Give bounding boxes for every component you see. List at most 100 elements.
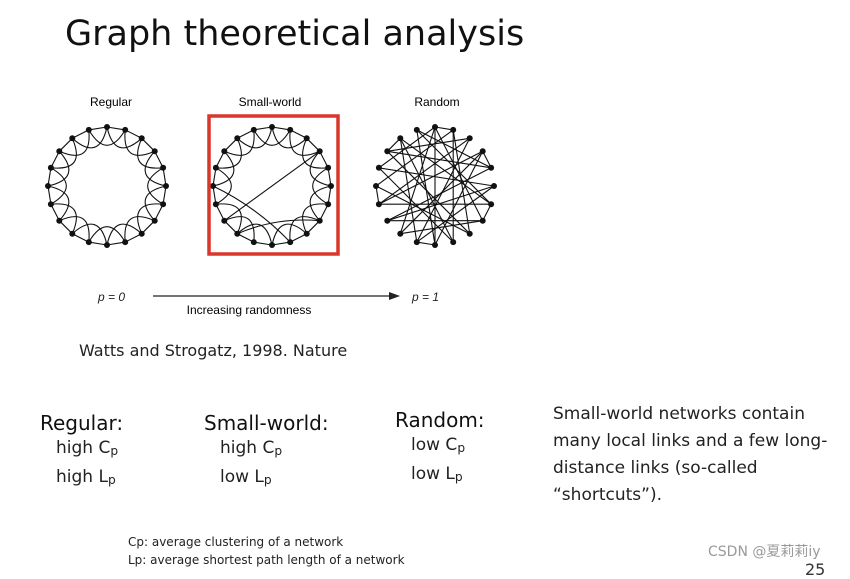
network-edge bbox=[434, 151, 484, 246]
network-edge bbox=[271, 241, 291, 246]
network-node bbox=[269, 242, 275, 248]
network-node bbox=[221, 148, 228, 155]
network-edge bbox=[141, 137, 156, 152]
network-edge bbox=[271, 126, 291, 131]
network-edge bbox=[144, 150, 167, 187]
definition-lp: Lp: average shortest path length of a ne… bbox=[128, 553, 405, 567]
network-edge bbox=[237, 219, 320, 235]
network-edge bbox=[482, 203, 492, 221]
network-edge bbox=[319, 203, 329, 221]
network-node bbox=[287, 126, 294, 133]
network-node bbox=[269, 124, 275, 130]
network-node bbox=[85, 239, 92, 246]
small-world-description: Small-world networks contain many local … bbox=[553, 404, 828, 505]
network-edge bbox=[482, 151, 492, 169]
category-small-world: Small-world: high Cp low Lp bbox=[204, 411, 329, 493]
network-edge bbox=[223, 220, 238, 235]
network-edge bbox=[399, 150, 484, 235]
network-edge bbox=[399, 138, 418, 243]
network-edge bbox=[416, 241, 436, 246]
network-node bbox=[384, 217, 391, 224]
network-edge bbox=[59, 216, 90, 243]
network-node bbox=[151, 217, 158, 224]
network-edge bbox=[47, 150, 70, 187]
network-edge bbox=[50, 203, 77, 234]
network-edge bbox=[387, 185, 495, 222]
network-edge bbox=[223, 137, 238, 152]
network-node bbox=[221, 217, 228, 224]
network-edge bbox=[223, 150, 321, 222]
watermark: CSDN @夏莉莉iy bbox=[708, 544, 821, 560]
network-edge bbox=[253, 241, 273, 246]
network-edge bbox=[434, 126, 454, 131]
network-node bbox=[479, 148, 486, 155]
network-edge bbox=[400, 220, 483, 235]
network-edge bbox=[399, 137, 492, 205]
network-edge bbox=[378, 167, 495, 187]
network-node bbox=[375, 201, 382, 208]
network-edge bbox=[289, 233, 307, 243]
network-node bbox=[413, 239, 420, 246]
network-node bbox=[450, 239, 457, 246]
category-line-pathlength: low Lp bbox=[220, 466, 272, 487]
network-edge bbox=[416, 129, 492, 205]
network-node bbox=[151, 148, 158, 155]
small-world-network bbox=[210, 124, 334, 248]
network-node bbox=[479, 217, 486, 224]
network-node bbox=[413, 126, 420, 133]
network-edge bbox=[378, 126, 436, 169]
network-node bbox=[250, 126, 257, 133]
network-figure: Regular Small-world Random p = 0 p = 1 I… bbox=[0, 85, 520, 330]
network-edge bbox=[253, 126, 273, 131]
network-node bbox=[328, 183, 334, 189]
network-edge bbox=[88, 129, 126, 146]
network-edge bbox=[154, 203, 164, 221]
network-edge bbox=[416, 129, 492, 169]
network-edge bbox=[253, 129, 291, 146]
network-node bbox=[375, 164, 382, 171]
network-edge bbox=[378, 167, 454, 243]
page-number: 25 bbox=[805, 560, 826, 579]
network-edge bbox=[88, 126, 108, 131]
network-edge bbox=[224, 129, 255, 156]
network-node bbox=[466, 135, 473, 142]
network-node bbox=[104, 242, 110, 248]
network-edge bbox=[215, 167, 232, 205]
category-title: Small-world: bbox=[204, 411, 329, 435]
network-node bbox=[212, 164, 219, 171]
network-node bbox=[47, 164, 54, 171]
network-edge bbox=[212, 167, 217, 187]
network-edge bbox=[59, 129, 90, 156]
network-edge bbox=[309, 185, 332, 222]
network-edge bbox=[144, 185, 167, 222]
network-edge bbox=[416, 185, 495, 243]
network-node bbox=[432, 242, 438, 248]
network-node bbox=[47, 201, 54, 208]
network-edge bbox=[387, 137, 470, 152]
network-node bbox=[69, 135, 76, 142]
network-edge bbox=[162, 167, 167, 187]
network-edge bbox=[309, 150, 332, 187]
network-node bbox=[56, 217, 63, 224]
network-edge bbox=[58, 137, 73, 152]
network-node bbox=[488, 201, 495, 208]
p-end-label: p = 1 bbox=[411, 290, 439, 304]
network-edge bbox=[124, 129, 142, 139]
network-edge bbox=[88, 226, 126, 243]
network-edge bbox=[215, 203, 225, 221]
category-line-pathlength: low Lp bbox=[411, 463, 463, 484]
category-line-pathlength: high Lp bbox=[56, 466, 116, 487]
network-edge bbox=[47, 185, 52, 205]
network-node bbox=[122, 126, 129, 133]
category-title: Random: bbox=[395, 408, 485, 432]
network-edge bbox=[147, 167, 164, 205]
network-edge bbox=[47, 167, 52, 187]
network-edge bbox=[327, 167, 332, 187]
citation: Watts and Strogatz, 1998. Nature bbox=[79, 341, 348, 360]
network-edge bbox=[399, 138, 454, 243]
network-edge bbox=[212, 185, 217, 205]
network-edge bbox=[236, 223, 273, 246]
network-node bbox=[303, 135, 310, 142]
network-node bbox=[56, 148, 63, 155]
network-node bbox=[160, 164, 167, 171]
